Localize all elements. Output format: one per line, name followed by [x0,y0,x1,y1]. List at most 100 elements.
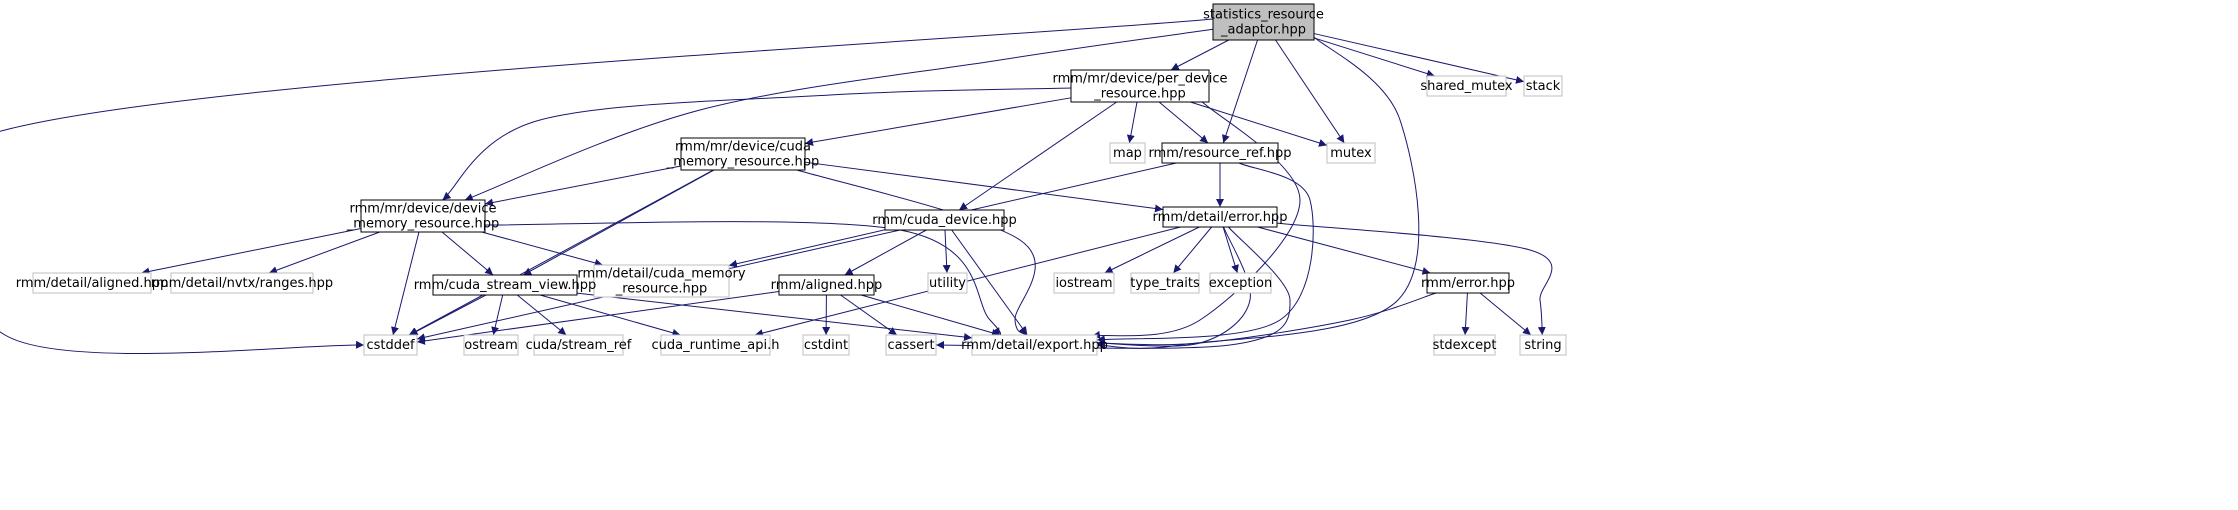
node-shared_mutex: shared_mutex [1420,75,1513,97]
node-cuda_memory_resource[interactable]: rmm/mr/device/cuda_memory_resource.hpp [666,137,819,171]
edge-cuda_memory_resource-to-detail_error [804,161,1164,213]
node-box [1109,142,1146,164]
edge-device_memory_resource-to-cuda_stream_view [441,231,494,276]
node-label: _memory_resource.hpp [666,155,819,170]
node-cstdint: cstdint [802,334,850,356]
edge-rmm_aligned-to-cassert [840,294,898,336]
node-label: string [1524,338,1561,353]
node-exception: exception [1209,272,1273,294]
node-label: cstddef [366,338,415,353]
node-stream_ref: cuda/stream_ref [526,334,632,356]
node-label: stdexcept [1433,338,1497,353]
node-box [463,334,519,356]
node-label: cuda_runtime_api.h [651,338,779,353]
edge-detail_error-to-string [1276,222,1553,336]
edge-device_memory_resource-to-cstddef [391,231,420,336]
node-label: type_traits [1130,276,1200,291]
node-type_traits: type_traits [1130,272,1200,294]
edge-per_device_resource-to-mutex [1190,101,1328,147]
node-box [1212,3,1315,41]
edge-device_memory_resource-to-detail_cuda_memory_resource [481,231,603,267]
node-nvtx_ranges: rmm/detail/nvtx/ranges.hpp [151,272,333,294]
node-cuda_stream_view[interactable]: rmm/cuda_stream_view.hpp [414,274,597,296]
node-resource_ref[interactable]: rmm/resource_ref.hpp [1148,142,1292,164]
edge-cuda_device-to-rmm_aligned [844,229,927,276]
node-string: string [1519,334,1567,356]
node-box [360,199,486,233]
node-label: _memory_resource.hpp [346,217,499,232]
edge-device_memory_resource-to-detail_aligned [141,228,362,276]
node-label: rmm/detail/export.hpp [961,338,1108,353]
node-box [1433,334,1496,356]
node-label: exception [1209,276,1273,291]
edge-detail_error-to-exception [1222,226,1239,274]
node-per_device_resource[interactable]: rmm/mr/device/per_device_resource.hpp [1052,69,1228,103]
node-box [432,274,578,296]
node-box [778,274,875,296]
node-box [971,334,1098,356]
node-cuda_device[interactable]: rmm/cuda_device.hpp [872,209,1017,231]
node-utility: utility [927,272,968,294]
edge-detail_error-to-iostream [1104,226,1200,274]
node-box [802,334,850,356]
node-box [927,272,968,294]
edge-statistics_resource_adaptor-to-cstddef [0,18,1214,355]
node-box [1523,75,1563,97]
edge-per_device_resource-to-resource_ref [1158,101,1209,144]
edge-cuda_device-to-utility [942,229,951,274]
node-ostream: ostream [463,334,519,356]
node-label: statistics_resource [1203,8,1324,23]
node-label: utility [929,276,966,291]
node-label: shared_mutex [1420,79,1513,94]
node-stdexcept: stdexcept [1433,334,1497,356]
node-cuda_runtime_api: cuda_runtime_api.h [651,334,780,356]
node-label: mutex [1330,146,1372,161]
node-box [885,334,937,356]
node-box [1070,69,1210,103]
node-label: _resource.hpp [615,282,708,297]
edge-cuda_stream_view-to-stream_ref [516,294,567,336]
node-box [1326,142,1376,164]
node-box [884,209,1005,231]
node-box [1209,272,1272,294]
node-rmm_error[interactable]: rmm/error.hpp [1421,272,1515,294]
edge-cuda_memory_resource-to-device_memory_resource [484,165,682,207]
edge-statistics_resource_adaptor-to-mutex [1275,39,1345,144]
edge-device_memory_resource-to-nvtx_ranges [268,231,380,274]
node-label: _adaptor.hpp [1220,23,1306,38]
node-box [363,334,418,356]
node-statistics_resource_adaptor[interactable]: statistics_resource_adaptor.hpp [1203,3,1324,41]
node-label: iostream [1055,276,1112,291]
node-box [1162,206,1278,228]
edge-per_device_resource-to-detail_export [1091,99,1301,339]
node-box [1130,272,1200,294]
node-device_memory_resource[interactable]: rmm/mr/device/device_memory_resource.hpp [346,199,499,233]
edge-cuda_memory_resource-to-detail_export [789,167,1036,336]
edge-rmm_error-to-detail_export [1096,292,1437,348]
edge-statistics_resource_adaptor-to-stack [1313,33,1525,84]
edge-resource_ref-to-detail_export [1096,162,1314,344]
node-box [533,334,624,356]
node-detail_cuda_memory_resource: rmm/detail/cuda_memory_resource.hpp [577,264,746,298]
node-label: rmm/resource_ref.hpp [1148,146,1291,161]
node-rmm_aligned[interactable]: rmm/aligned.hpp [771,274,883,296]
node-box [680,137,806,171]
node-label: rmm/mr/device/per_device [1052,72,1227,87]
node-label: rmm/error.hpp [1421,276,1515,291]
node-label: cassert [887,338,934,353]
node-iostream: iostream [1053,272,1115,294]
nodes: statistics_resource_adaptor.hpp rmm/mr/de… [16,3,1567,356]
node-label: rmm/aligned.hpp [771,278,883,293]
node-cassert: cassert [885,334,937,356]
node-detail_aligned: rmm/detail/aligned.hpp [16,272,168,294]
edge-per_device_resource-to-cuda_device [958,101,1117,211]
node-label: _resource.hpp [1093,87,1186,102]
edge-statistics_resource_adaptor-to-per_device_resource [1170,39,1230,71]
node-detail_error[interactable]: rmm/detail/error.hpp [1153,206,1288,228]
node-stack: stack [1523,75,1563,97]
node-mutex: mutex [1326,142,1376,164]
edge-statistics_resource_adaptor-to-shared_mutex [1313,37,1435,78]
edge-cuda_device-to-detail_export [951,229,1028,336]
node-box [660,334,771,356]
